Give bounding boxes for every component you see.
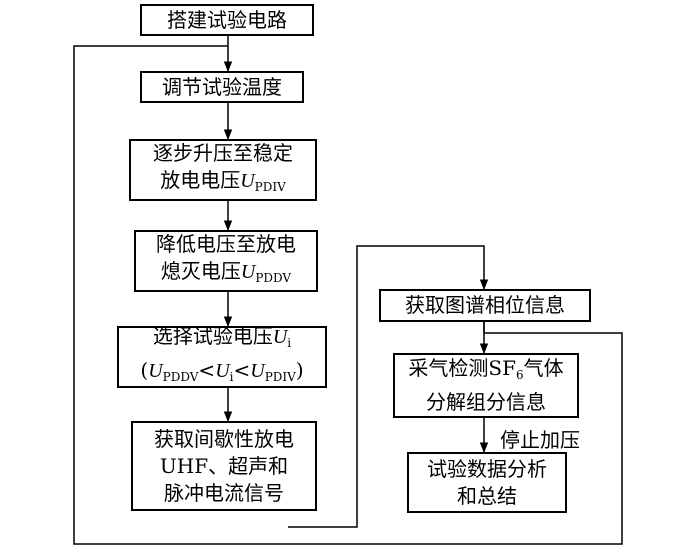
- step-text: 获取图谱相位信息: [405, 293, 565, 317]
- step-text-line2: 和总结: [457, 483, 517, 508]
- step-text-line3: 脉冲电流信号: [164, 480, 284, 505]
- step-data-analysis: 试验数据分析 和总结: [407, 452, 567, 513]
- step-text-line2: 分解组分信息: [426, 390, 546, 414]
- step-text-line1: 采气检测SF6气体: [408, 356, 564, 382]
- edge-label-stop-pressurizing: 停止加压: [500, 428, 580, 452]
- step-text: 调节试验温度: [162, 74, 282, 99]
- step-adjust-temperature: 调节试验温度: [140, 71, 304, 103]
- step-text-line2: 熄灭电压UPDDV: [160, 258, 292, 285]
- step-gas-sampling: 采气检测SF6气体 分解组分信息: [393, 353, 579, 418]
- step-raise-voltage: 逐步升压至稳定 放电电压UPDIV: [129, 139, 317, 201]
- step-acquire-signals: 获取间歇性放电 UHF、超声和 脉冲电流信号: [131, 421, 317, 511]
- step-text-line1: 降低电压至放电: [156, 231, 296, 256]
- step-acquire-phase-info: 获取图谱相位信息: [379, 289, 591, 322]
- step-text: 搭建试验电路: [167, 7, 287, 32]
- step-text-line1: 逐步升压至稳定: [153, 140, 293, 165]
- step-lower-voltage: 降低电压至放电 熄灭电压UPDDV: [134, 230, 318, 292]
- step-text-line2: UHF、超声和: [159, 453, 289, 478]
- step-text-line1: 获取间歇性放电: [154, 426, 294, 451]
- arrow-s6-s7: [288, 245, 489, 528]
- step-text-line2: 放电电压UPDIV: [160, 167, 286, 194]
- step-text-line1: 试验数据分析: [427, 456, 547, 481]
- step-build-circuit: 搭建试验电路: [140, 4, 314, 36]
- step-text-line2: (UPDDV<Ui<UPDIV): [140, 358, 304, 384]
- step-select-voltage: 选择试验电压Ui (UPDDV<Ui<UPDIV): [117, 324, 327, 388]
- step-text-line1: 选择试验电压Ui: [152, 324, 292, 350]
